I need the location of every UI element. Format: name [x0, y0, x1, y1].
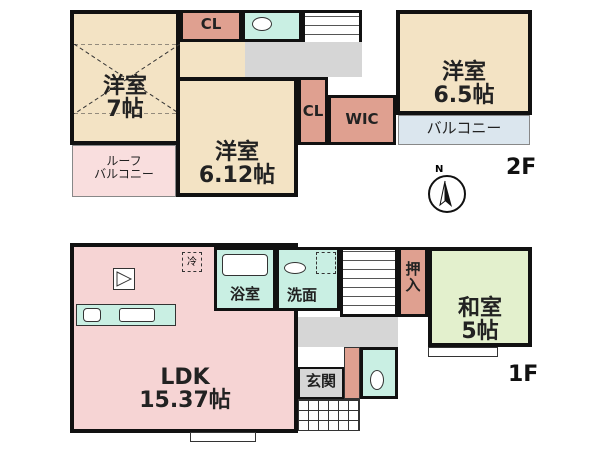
sink-icon	[119, 308, 155, 322]
floor-label-1f: 1F	[508, 362, 539, 387]
closet-1	[180, 10, 242, 42]
entrance	[298, 367, 344, 399]
hood-icon	[113, 268, 135, 290]
washbasin-icon	[284, 262, 306, 274]
bathroom-label: 浴室	[229, 285, 260, 303]
window-ldk-bottom	[190, 432, 256, 442]
stove-icon	[83, 308, 101, 322]
balcony-label: バルコニー	[426, 119, 502, 137]
japanese-room	[428, 247, 532, 347]
window-washitsu-bottom	[428, 347, 498, 357]
storage-oshiire	[398, 247, 428, 317]
compass-icon	[428, 175, 466, 213]
hall-corridor	[180, 42, 245, 77]
balcony	[398, 115, 530, 145]
closet-2	[298, 77, 328, 145]
western-room-612	[176, 77, 298, 197]
western-room-7	[70, 10, 180, 145]
wic	[328, 95, 396, 145]
roof-balcony-label: ルーフ バルコニー	[94, 154, 154, 181]
bathtub-icon	[222, 254, 268, 276]
wic-label: WIC	[345, 110, 379, 128]
roof-balcony	[72, 145, 176, 197]
shoe-cabinet	[344, 347, 360, 399]
ldk	[70, 243, 298, 433]
staircase-1f	[340, 247, 398, 317]
washroom-label: 洗面	[286, 286, 317, 304]
storage-label: 押 入	[405, 260, 421, 294]
void-dashed-cross	[74, 44, 180, 114]
hall-1f	[298, 317, 398, 347]
compass-north-label: N	[435, 164, 444, 175]
washroom	[276, 247, 340, 311]
toilet-bowl-icon-1f	[370, 370, 384, 390]
washer-space	[316, 252, 336, 274]
kitchen-counter	[76, 304, 176, 326]
porch-tiles	[298, 399, 360, 431]
western-room-65	[396, 10, 532, 115]
toilet-2f	[242, 10, 302, 42]
floor-label-2f: 2F	[506, 155, 537, 180]
closet-2-label: CL	[302, 102, 324, 120]
closet-1-label: CL	[200, 15, 222, 33]
hall-2f	[245, 42, 362, 77]
toilet-bowl-icon	[252, 17, 272, 31]
entrance-label: 玄関	[305, 372, 336, 390]
fridge-icon: 冷	[182, 252, 202, 272]
